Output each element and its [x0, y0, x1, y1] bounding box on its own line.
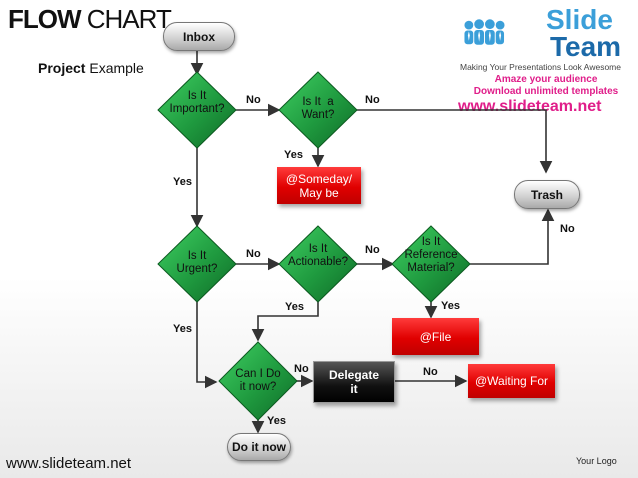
diamond-important	[157, 71, 237, 149]
brand-name-line2: Team	[550, 31, 622, 62]
edge-urgent-cando	[196, 302, 218, 389]
footer-website[interactable]: www.slideteam.net	[6, 455, 132, 472]
slideteam-people-icon	[464, 19, 505, 45]
edge-label-reference-trash-no: No	[560, 223, 575, 235]
node-do-it-now: Do it now	[227, 433, 291, 461]
edge-reference-trash	[470, 208, 555, 265]
diamond-actionable	[278, 225, 358, 303]
page-subtitle: Project Example	[38, 60, 144, 76]
diamond-urgent	[157, 225, 237, 303]
page-title: FLOW CHART	[8, 4, 172, 34]
edge-actionable-cando	[251, 302, 319, 342]
edge-label-urgent-no: No	[246, 248, 261, 260]
node-waiting-for: @Waiting For	[468, 364, 555, 398]
diamond-want	[278, 71, 358, 149]
edge-label-urgent-yes: Yes	[173, 323, 192, 335]
diamond-reference	[391, 225, 471, 303]
edge-label-can-do-no: No	[294, 363, 309, 375]
edge-label-important-no: No	[246, 94, 261, 106]
diamond-can-do	[218, 341, 298, 421]
edge-label-important-yes: Yes	[173, 176, 192, 188]
edge-label-want-yes: Yes	[284, 149, 303, 161]
edge-label-actionable-no: No	[365, 244, 380, 256]
node-inbox: Inbox	[163, 22, 235, 51]
edge-want-trash	[356, 109, 553, 174]
edge-label-actionable-yes: Yes	[285, 301, 304, 313]
brand-name-line1: Slide	[546, 4, 613, 35]
node-trash: Trash	[514, 180, 580, 209]
edge-label-delegate-no: No	[423, 366, 438, 378]
node-someday: @Someday/May be	[277, 167, 361, 204]
edge-label-want-no: No	[365, 94, 380, 106]
brand-promo: Amaze your audience Download unlimited t…	[473, 74, 619, 97]
node-file: @File	[392, 318, 479, 355]
brand-tagline: Making Your Presentations Look Awesome	[460, 62, 621, 72]
edge-label-can-do-yes: Yes	[267, 415, 286, 427]
edge-label-reference-yes: Yes	[441, 300, 460, 312]
footer-your-logo: Your Logo	[576, 456, 617, 466]
